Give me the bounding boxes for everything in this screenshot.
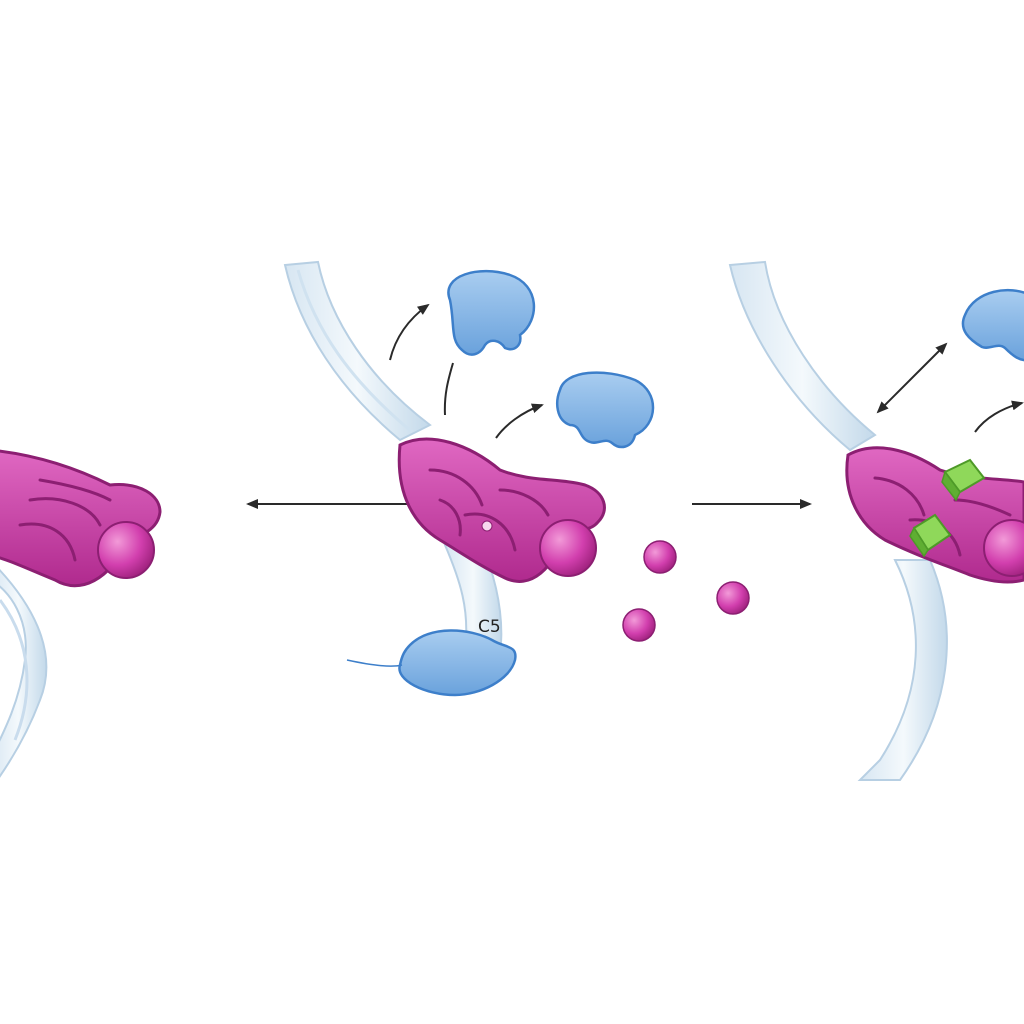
panel-2: C5 (283, 260, 750, 697)
motion-arrow (495, 403, 544, 439)
green-block (909, 513, 952, 558)
panel-1 (0, 449, 162, 778)
tether-line (346, 659, 403, 667)
motion-line (443, 362, 454, 416)
free-ligand-ball (643, 540, 677, 574)
membrane-stalk-lower (857, 559, 948, 781)
free-ligand-ball (716, 581, 750, 615)
receptor-spot (481, 520, 493, 532)
ligand-ball (983, 519, 1024, 577)
double-arrow (876, 342, 948, 414)
blue-protein (447, 270, 536, 356)
membrane-stalk (0, 568, 48, 778)
ligand-ball (539, 519, 597, 577)
blue-protein (556, 371, 655, 449)
motion-arrow (974, 400, 1024, 433)
green-block (941, 458, 986, 502)
panel-3 (728, 260, 1024, 781)
membrane-stalk-upper (728, 260, 877, 452)
ligand-ball (97, 521, 155, 579)
c5-label: C5 (478, 617, 501, 637)
free-ligand-ball (622, 608, 656, 642)
membrane-stalk-upper (283, 260, 432, 442)
motion-arrow (389, 303, 430, 361)
blue-protein (961, 288, 1024, 362)
